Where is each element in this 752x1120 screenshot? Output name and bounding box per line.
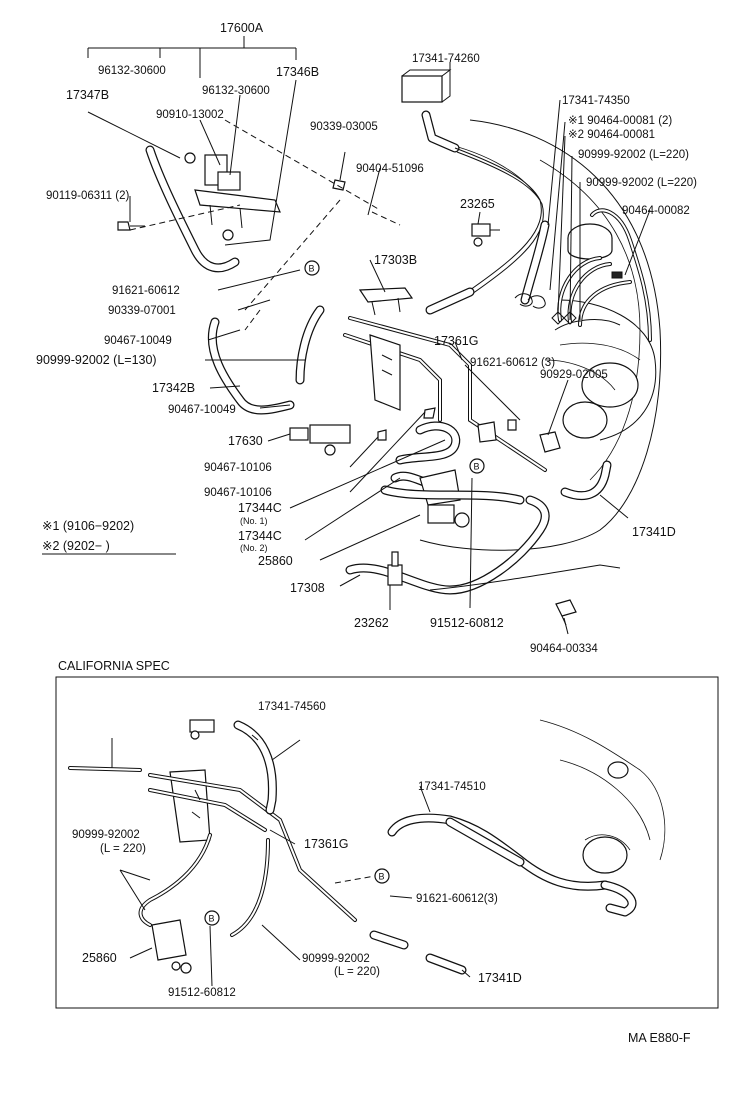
label-90464-00082: 90464-00082: [622, 205, 690, 217]
label-17341-74260: 17341-74260: [412, 53, 480, 65]
label-90999-220-a: 90999-92002 (L=220): [578, 149, 689, 161]
label-90467-a: 90467-10049: [104, 335, 172, 347]
figure-code: MA E880-F: [628, 1031, 691, 1045]
label-90464-00081-2: ※2 90464-00081: [568, 129, 655, 141]
label-17344C-2: 17344C: [238, 529, 282, 543]
label-91621-a: 91621-60612: [112, 285, 180, 297]
label-90464-00081-1: ※1 90464-00081 (2): [568, 115, 672, 127]
label-90404: 90404-51096: [356, 163, 424, 175]
label-90467-b: 90467-10049: [168, 404, 236, 416]
label-23262: 23262: [354, 616, 389, 630]
label-90467-c: 90467-10106: [204, 462, 272, 474]
label-17344C-1: 17344C: [238, 501, 282, 515]
label-90999-220-b: 90999-92002 (L=220): [586, 177, 697, 189]
label-17303B: 17303B: [374, 253, 417, 267]
label-90929: 90929-02005: [540, 369, 608, 381]
ca-label-17341-74560: 17341-74560: [258, 701, 326, 713]
marker-b-3: B: [379, 872, 385, 882]
label-90339-03005: 90339-03005: [310, 121, 378, 133]
marker-b-4: B: [209, 914, 215, 924]
label-17346B: 17346B: [276, 65, 319, 79]
label-25860: 25860: [258, 554, 293, 568]
label-23265: 23265: [460, 197, 495, 211]
label-96132-b: 96132-30600: [202, 85, 270, 97]
california-spec-frame: [55, 676, 719, 1009]
california-spec-section: CALIFORNIA SPEC: [55, 659, 719, 1009]
label-17630: 17630: [228, 434, 263, 448]
california-spec-title: CALIFORNIA SPEC: [58, 659, 170, 673]
label-90119: 90119-06311 (2): [46, 190, 130, 202]
marker-b-1: B: [309, 264, 315, 274]
label-90910: 90910-13002: [156, 109, 224, 121]
label-17361G: 17361G: [434, 334, 478, 348]
top-assembly-drawing: B B: [87, 36, 662, 635]
label-91512: 91512-60812: [430, 616, 504, 630]
label-90999-130: 90999-92002 (L=130): [36, 353, 157, 367]
label-90339-07001: 90339-07001: [108, 305, 176, 317]
label-17347B: 17347B: [66, 88, 109, 102]
label-91621-3: 91621-60612 (3): [470, 357, 555, 369]
ca-label-17341D: 17341D: [478, 971, 522, 985]
legend-row-1: ※1 (9106−9202): [42, 519, 134, 533]
legend-row-2: ※2 (9202− ): [42, 539, 110, 553]
label-17344C-2-sub: (No. 2): [240, 543, 268, 553]
ca-label-17361G: 17361G: [304, 837, 348, 851]
ca-label-90999-b: 90999-92002: [302, 953, 370, 965]
label-17341-74350: 17341-74350: [562, 95, 630, 107]
marker-b-2: B: [474, 462, 480, 472]
ca-label-90999-b-len: (L = 220): [334, 966, 380, 978]
ca-label-91512: 91512-60812: [168, 987, 236, 999]
top-labels: 17600A 96132-30600 17346B 96132-30600 17…: [36, 21, 697, 655]
label-17341D: 17341D: [632, 525, 676, 539]
ca-label-90999-a: 90999-92002: [72, 829, 140, 841]
ca-label-25860: 25860: [82, 951, 117, 965]
label-17342B: 17342B: [152, 381, 195, 395]
label-17600A: 17600A: [220, 21, 264, 35]
label-17344C-1-sub: (No. 1): [240, 516, 268, 526]
ca-label-17341-74510: 17341-74510: [418, 781, 486, 793]
ca-label-90999-a-len: (L = 220): [100, 843, 146, 855]
label-90467-d: 90467-10106: [204, 487, 272, 499]
label-17308: 17308: [290, 581, 325, 595]
label-90464-00334: 90464-00334: [530, 643, 598, 655]
label-96132-a: 96132-30600: [98, 65, 166, 77]
ca-label-91621: 91621-60612(3): [416, 893, 498, 905]
